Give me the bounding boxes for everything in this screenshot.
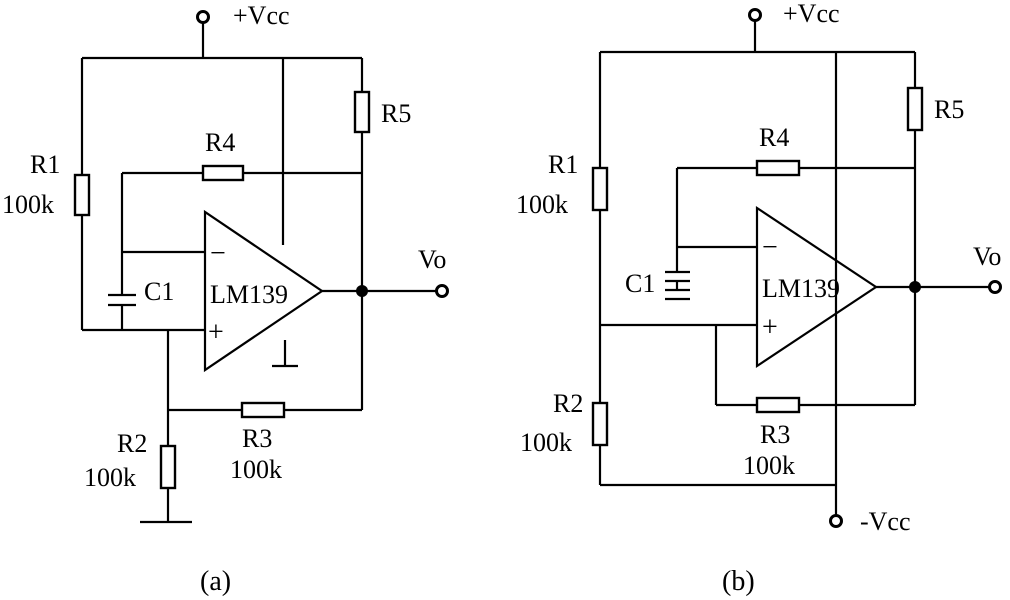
- plus-sign-b: +: [762, 312, 778, 343]
- plus-sign-a: +: [208, 317, 224, 348]
- lm139-comparator-a: [203, 209, 324, 373]
- vcc-terminal-b: [748, 8, 762, 22]
- r5-resistor-b: [906, 86, 924, 132]
- vo-label-a: Vo: [418, 245, 446, 274]
- r5-label-a: R5: [381, 99, 411, 128]
- c1-label-a: C1: [144, 277, 174, 306]
- minus-sign-a: −: [210, 238, 226, 269]
- caption-a: (a): [200, 566, 231, 597]
- r1-resistor-b: [591, 166, 609, 212]
- r1-label-a: R1: [30, 150, 60, 179]
- vee-terminal-b: [829, 514, 843, 528]
- r3-label-a: R3: [242, 424, 272, 453]
- vcc-label-a: +Vcc: [233, 1, 290, 30]
- r2-value-a: 100k: [84, 463, 136, 492]
- output-junction-a: [356, 285, 368, 297]
- r1-resistor-a: [73, 173, 91, 217]
- r2-resistor-a: [159, 444, 177, 490]
- r1-value-a: 100k: [2, 190, 54, 219]
- r1-label-b: R1: [548, 150, 578, 179]
- minus-sign-b: −: [762, 232, 778, 263]
- c1-label-b: C1: [625, 269, 655, 298]
- r4-label-a: R4: [205, 128, 235, 157]
- vcc-terminal-a: [196, 10, 210, 24]
- vcc-label-b: +Vcc: [783, 0, 840, 28]
- r3-value-a: 100k: [230, 455, 282, 484]
- r3-label-b: R3: [760, 420, 790, 449]
- r2-resistor-b: [591, 401, 609, 447]
- output-terminal-a: [435, 284, 449, 298]
- ic-label-b: LM139: [762, 274, 840, 303]
- r1-value-b: 100k: [516, 190, 568, 219]
- caption-b: (b): [722, 566, 755, 597]
- r5-label-b: R5: [934, 95, 964, 124]
- output-junction-b: [909, 281, 921, 293]
- r5-resistor-a: [353, 90, 371, 134]
- r2-value-b: 100k: [520, 428, 572, 457]
- r2-label-a: R2: [117, 429, 147, 458]
- vo-label-b: Vo: [973, 242, 1001, 271]
- r4-resistor-b: [755, 159, 801, 177]
- r4-resistor-a: [201, 164, 245, 182]
- lm139-comparator-b: [755, 205, 878, 369]
- r3-resistor-a: [240, 401, 286, 419]
- vee-label-b: -Vcc: [860, 507, 911, 536]
- ic-label-a: LM139: [210, 280, 288, 309]
- circuit-b: +Vcc R1 100k R4 R5 C1 LM139 − + Vo R2 10…: [516, 0, 1002, 597]
- r4-label-b: R4: [759, 123, 789, 152]
- r2-label-b: R2: [553, 389, 583, 418]
- circuit-a: +Vcc R1 100k R4 R5 C1 LM139 − + Vo R2 10…: [2, 1, 449, 597]
- r3-resistor-b: [755, 396, 801, 414]
- r3-value-b: 100k: [743, 451, 795, 480]
- output-terminal-b: [988, 280, 1002, 294]
